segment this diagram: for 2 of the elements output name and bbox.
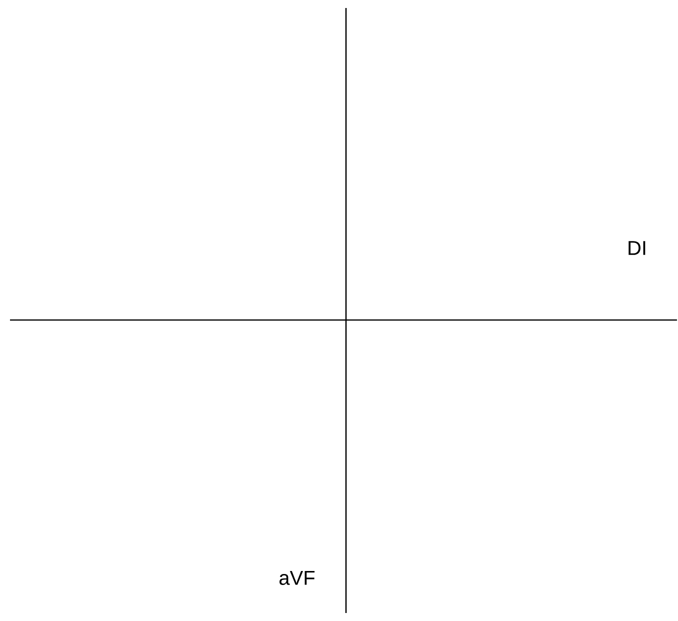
- axis-label: aVF: [280, 571, 315, 585]
- axis-label: DI: [628, 241, 646, 255]
